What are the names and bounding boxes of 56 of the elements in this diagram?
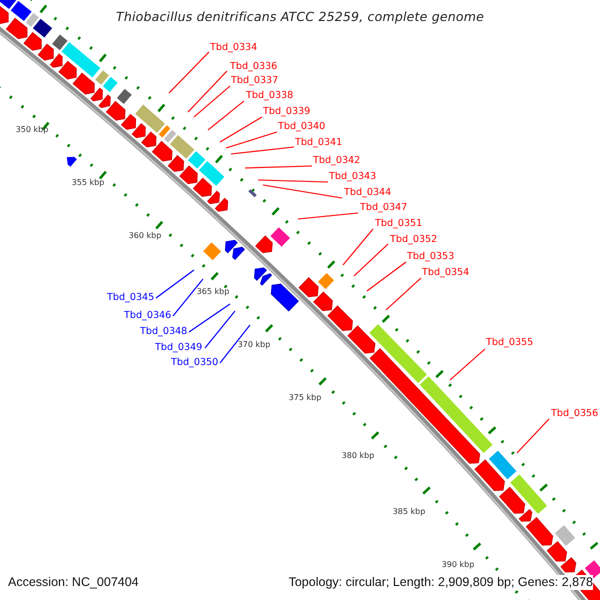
gene-label: Tbd_0346 bbox=[124, 310, 172, 322]
scale-label: 380 kbp bbox=[342, 451, 374, 461]
leader-line bbox=[386, 278, 422, 310]
leader-line bbox=[172, 278, 204, 316]
gene-label: Tbd_0339 bbox=[263, 106, 310, 118]
gene-label: Tbd_0343 bbox=[329, 171, 376, 183]
gene-label: Tbd_0355 bbox=[486, 337, 534, 349]
gene-label: Tbd_0356 bbox=[551, 408, 598, 420]
leader-line bbox=[450, 348, 486, 380]
scale-label: 360 kbp bbox=[128, 231, 162, 241]
gene-label: Tbd_0345 bbox=[107, 292, 154, 304]
title: Thiobacillus denitrificans ATCC 25259, complete genome bbox=[116, 9, 484, 24]
leader-line bbox=[220, 324, 250, 364]
gene-label: Tbd_0341 bbox=[295, 137, 342, 149]
leader-line bbox=[354, 244, 388, 276]
scale-label: 355 kbp bbox=[72, 178, 104, 188]
gene-label: Tbd_0344 bbox=[344, 187, 392, 199]
leader-line bbox=[298, 212, 358, 220]
leader-line bbox=[342, 228, 374, 266]
leader-line bbox=[204, 310, 236, 348]
leader-line bbox=[366, 262, 406, 292]
leader-line bbox=[230, 146, 294, 155]
leader-line bbox=[226, 131, 278, 149]
gene-label: Tbd_0353 bbox=[407, 251, 454, 263]
gene-label: Tbd_0336 bbox=[230, 61, 278, 73]
leader-line bbox=[188, 304, 230, 332]
gene-label: Tbd_0347 bbox=[360, 202, 408, 214]
leader-line bbox=[168, 52, 210, 94]
leader-line bbox=[262, 184, 342, 199]
gene-label: Tbd_0350 bbox=[171, 357, 218, 369]
leader-line bbox=[156, 270, 194, 298]
leader-line bbox=[516, 418, 550, 454]
leader-line bbox=[194, 86, 230, 118]
gene-label: Tbd_0354 bbox=[422, 267, 470, 279]
scale-label: 350 kbp bbox=[16, 125, 48, 135]
gene-label: Tbd_0334 bbox=[210, 42, 258, 54]
leader-line bbox=[258, 179, 328, 183]
gene-label: Tbd_0348 bbox=[140, 326, 188, 338]
leader-line bbox=[188, 70, 228, 112]
leader-line bbox=[220, 116, 262, 142]
footer-text: Accession: NC_007404 bbox=[8, 575, 139, 590]
footer-text: Topology: circular; Length: 2,909,809 bp; Genes: 2,878 bbox=[288, 575, 593, 590]
gene-label: Tbd_0351 bbox=[375, 218, 422, 230]
gene-label: Tbd_0349 bbox=[155, 342, 202, 354]
gene-label: Tbd_0340 bbox=[278, 121, 326, 133]
scale-label: 370 kbp bbox=[238, 340, 270, 350]
leader-line bbox=[244, 165, 312, 169]
scale-label: 385 kbp bbox=[392, 507, 426, 517]
scale-label: 365 kbp bbox=[196, 287, 230, 297]
scale-label: 375 kbp bbox=[288, 393, 322, 403]
scale-label: 390 kbp bbox=[442, 560, 474, 570]
gene-label: Tbd_0337 bbox=[231, 75, 278, 87]
gene-label: Tbd_0338 bbox=[246, 90, 294, 102]
gene-label: Tbd_0342 bbox=[313, 155, 360, 167]
gene-label: Tbd_0352 bbox=[390, 234, 438, 246]
leader-line bbox=[208, 100, 244, 130]
